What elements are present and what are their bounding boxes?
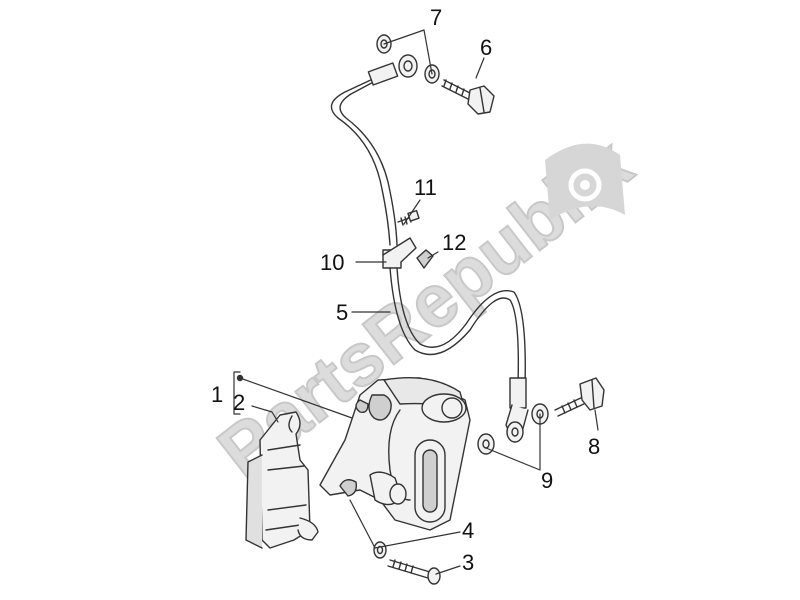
callout-1: 1 [211, 382, 224, 407]
callout-5: 5 [336, 300, 349, 325]
hose-fitting-top [367, 54, 418, 86]
washer-9a [477, 433, 495, 455]
callout-9: 9 [541, 468, 554, 493]
callout-4: 4 [462, 518, 475, 543]
bolt-3 [387, 559, 441, 585]
brake-hose-lower [389, 267, 520, 386]
banjo-bolt-6 [441, 79, 495, 115]
callout-11: 11 [414, 175, 437, 200]
callout-10: 10 [320, 250, 345, 275]
banjo-bolt-8 [554, 377, 605, 417]
hose-fitting-bottom [505, 377, 529, 443]
hose-clamp-10 [382, 237, 417, 269]
callout-8: 8 [588, 434, 601, 459]
callout-3: 3 [462, 550, 475, 575]
callout-7: 7 [430, 5, 443, 30]
callout-12: 12 [442, 230, 467, 255]
brake-caliper [319, 377, 471, 531]
brake-hose-upper [330, 77, 391, 246]
callout-dot [236, 374, 244, 382]
brake-pads-2 [245, 411, 319, 549]
callout-6: 6 [480, 35, 493, 60]
clip-12 [416, 249, 434, 269]
callout-2: 2 [233, 390, 246, 415]
leader-lines [233, 29, 599, 575]
washer-4 [373, 541, 387, 559]
